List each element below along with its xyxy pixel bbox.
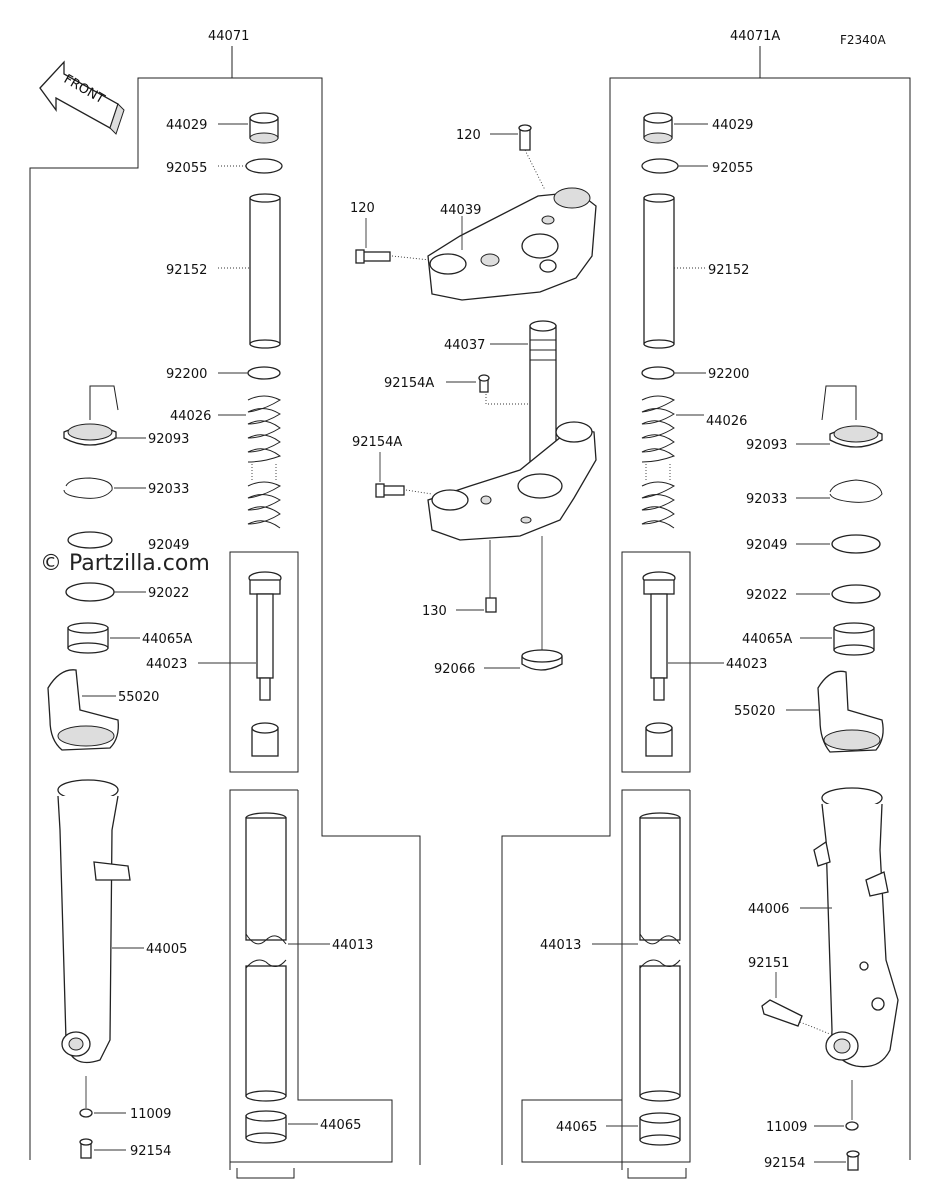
right-circlip — [829, 479, 883, 503]
left-slide-bushing — [245, 1110, 287, 1144]
left-guide-bushing — [67, 622, 109, 654]
left-fork-guard — [47, 669, 119, 751]
left-damper-cylinder — [248, 571, 282, 757]
right-gasket — [845, 1121, 859, 1131]
watermark: © Partzilla.com — [40, 551, 210, 576]
right-o-ring — [641, 158, 679, 174]
label-left-44005: 44005 — [146, 942, 187, 957]
left-spacer-tube — [249, 193, 281, 349]
left-o-ring — [245, 158, 283, 174]
right-axle-bolt — [761, 972, 831, 1035]
diagram-code: F2340A — [840, 33, 886, 47]
left-drain-bolt — [79, 1138, 93, 1159]
left-washer — [247, 366, 281, 380]
upper-triple-clamp — [427, 187, 597, 301]
left-seal-washer — [65, 582, 115, 602]
right-inner-tube — [639, 812, 681, 1102]
left-dust-seal — [67, 531, 113, 549]
right-slide-bushing — [639, 1112, 681, 1146]
label-left-92093: 92093 — [148, 432, 189, 447]
label-left-92033: 92033 — [148, 482, 189, 497]
right-oil-seal — [821, 385, 883, 448]
label-right-92033: 92033 — [746, 492, 787, 507]
label-left-92022: 92022 — [148, 586, 189, 601]
label-left-44029: 44029 — [166, 118, 207, 133]
label-left-92154: 92154 — [130, 1144, 171, 1159]
label-120-left: 120 — [350, 201, 375, 216]
left-fork-spring — [247, 395, 282, 529]
right-fork-spring — [641, 395, 676, 529]
bolt-130 — [456, 540, 497, 613]
right-dust-seal — [831, 534, 881, 554]
label-92154A-upper: 92154A — [384, 376, 434, 391]
label-right-92200: 92200 — [708, 367, 749, 382]
right-washer — [641, 366, 675, 380]
label-right-92151: 92151 — [748, 956, 789, 971]
label-left-44065: 44065 — [320, 1118, 361, 1133]
front-arrow-icon: FRONT — [39, 60, 125, 135]
label-left-11009: 11009 — [130, 1107, 171, 1122]
label-left-92200: 92200 — [166, 367, 207, 382]
left-gasket — [79, 1108, 93, 1118]
label-left-44023: 44023 — [146, 657, 187, 672]
label-left-44013: 44013 — [332, 938, 373, 953]
seal-92066 — [484, 536, 563, 671]
label-right-44029: 44029 — [712, 118, 753, 133]
label-right-92154: 92154 — [764, 1156, 805, 1171]
right-fork-guard — [817, 670, 884, 753]
label-130: 130 — [422, 604, 447, 619]
bolt-92154A-lower — [375, 452, 433, 498]
label-left-44026: 44026 — [170, 409, 211, 424]
bolt-120-top — [490, 124, 546, 191]
left-oil-seal — [63, 385, 119, 446]
right-guide-bushing — [833, 622, 875, 656]
label-44039: 44039 — [440, 203, 481, 218]
label-right-44065: 44065 — [556, 1120, 597, 1135]
right-fork-cap — [643, 112, 673, 144]
label-left-55020: 55020 — [118, 690, 159, 705]
label-right-92022: 92022 — [746, 588, 787, 603]
left-inner-tube — [245, 812, 287, 1102]
label-right-44013: 44013 — [540, 938, 581, 953]
label-right-92093: 92093 — [746, 438, 787, 453]
right-seal-washer — [831, 584, 881, 604]
label-right-92055: 92055 — [712, 161, 753, 176]
label-left-92152: 92152 — [166, 263, 207, 278]
right-spacer-tube — [643, 193, 675, 349]
label-right-44006: 44006 — [748, 902, 789, 917]
label-left-44065A: 44065A — [142, 632, 192, 647]
label-right-92152: 92152 — [708, 263, 749, 278]
left-circlip — [63, 477, 113, 499]
label-right-92049: 92049 — [746, 538, 787, 553]
label-left-92049: 92049 — [148, 538, 189, 553]
left-fork-cap — [249, 112, 279, 144]
assembly-left-label: 44071 — [208, 29, 249, 44]
label-92066: 92066 — [434, 662, 475, 677]
label-left-92055: 92055 — [166, 161, 207, 176]
right-outer-tube — [813, 787, 899, 1068]
right-assembly-outline — [501, 77, 911, 1179]
label-right-11009: 11009 — [766, 1120, 807, 1135]
label-right-44065A: 44065A — [742, 632, 792, 647]
assembly-right-label: 44071A — [730, 29, 780, 44]
right-damper-cylinder — [642, 571, 676, 757]
label-right-55020: 55020 — [734, 704, 775, 719]
left-assembly-outline — [29, 77, 421, 1179]
label-92154A-lower: 92154A — [352, 435, 402, 450]
lower-triple-clamp — [427, 421, 597, 541]
label-right-44023: 44023 — [726, 657, 767, 672]
label-120-top: 120 — [456, 128, 481, 143]
left-outer-tube — [57, 779, 131, 1064]
bolt-92154A-upper — [446, 374, 528, 405]
label-44037: 44037 — [444, 338, 485, 353]
label-right-44026: 44026 — [706, 414, 747, 429]
right-drain-bolt — [846, 1150, 860, 1171]
bolt-120-left — [355, 218, 431, 264]
